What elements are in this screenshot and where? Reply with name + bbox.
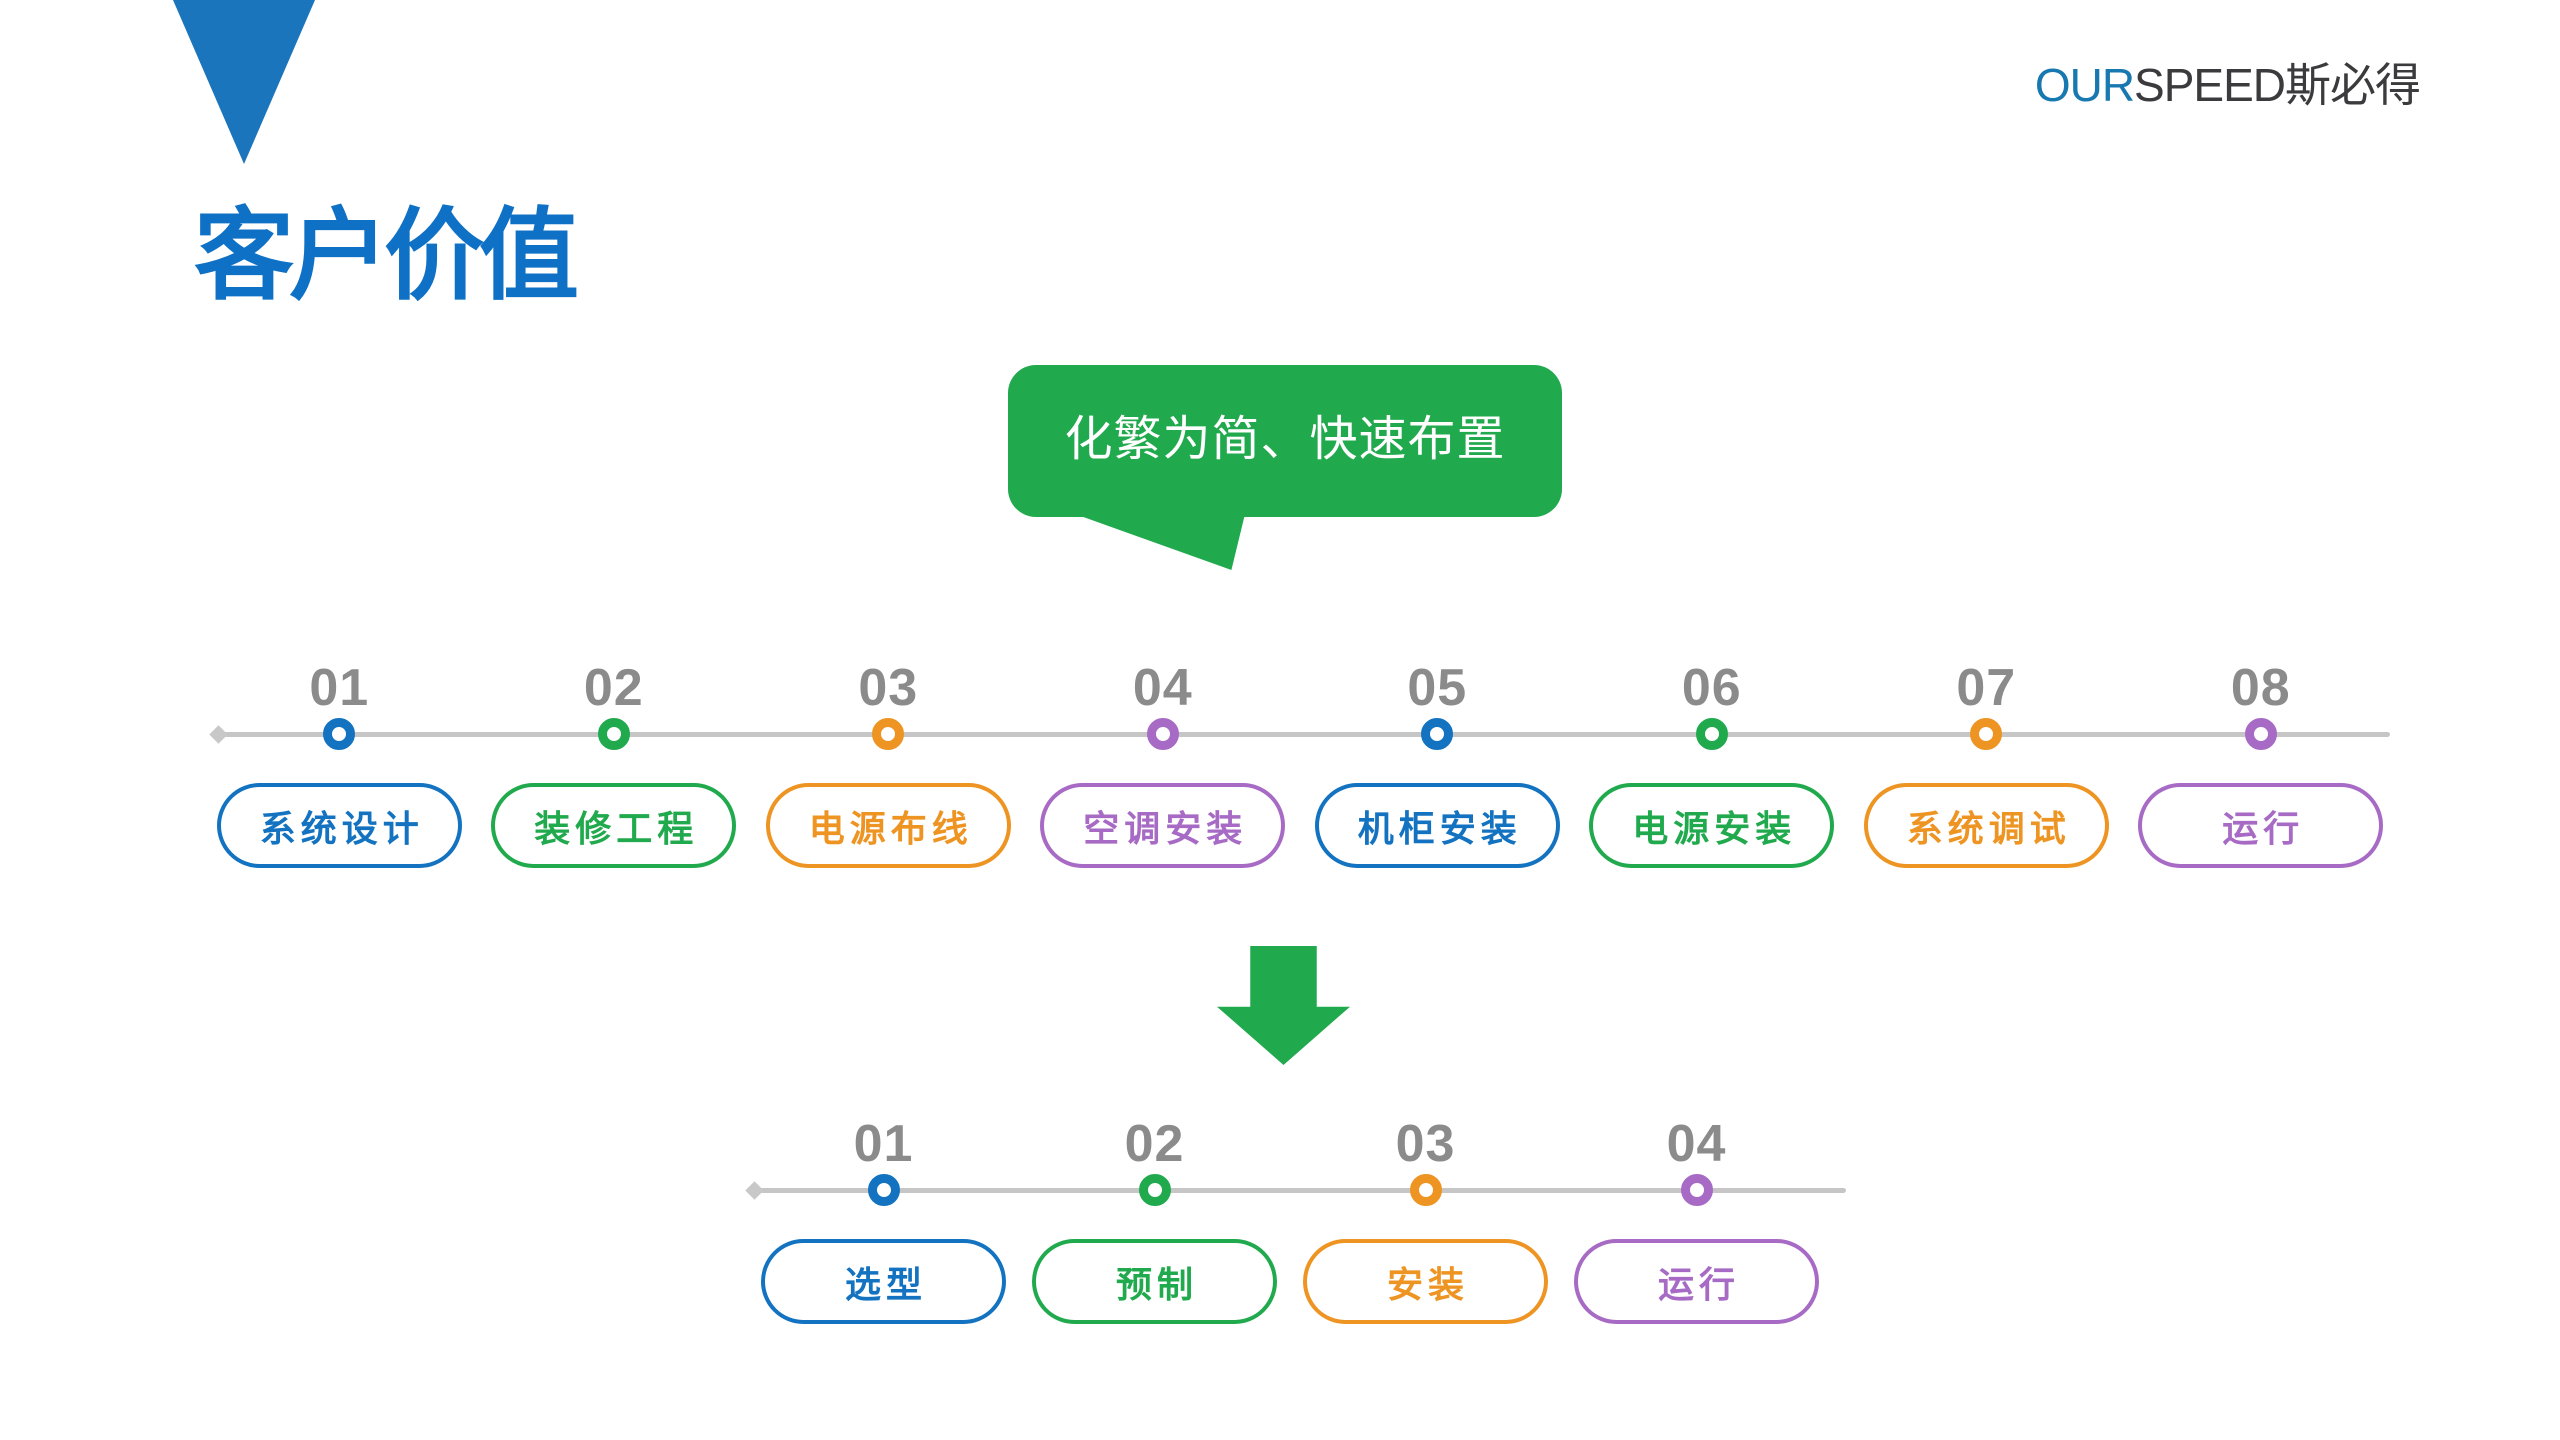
step-number: 01 xyxy=(853,1115,914,1173)
ring-dot-icon xyxy=(323,718,356,750)
step-label-pill: 装修工程 xyxy=(491,783,737,868)
ring-dot-icon xyxy=(1421,718,1454,750)
timeline-bottom-steps: 01 选型 02 预制 03 安装 04 运行 xyxy=(748,1115,1832,1334)
ring-dot-icon xyxy=(1146,718,1179,750)
step-label: 安装 xyxy=(1386,1263,1469,1305)
step-label-pill: 运行 xyxy=(2138,783,2384,868)
timeline-top-step-1: 01 系统设计 xyxy=(202,659,477,878)
timeline-top-step-2: 02 装修工程 xyxy=(477,659,752,878)
step-label: 预制 xyxy=(1115,1263,1198,1305)
timeline-bottom-step-4: 04 运行 xyxy=(1561,1115,1832,1334)
timeline-bottom: 01 选型 02 预制 03 安装 04 运行 xyxy=(745,1115,1846,1334)
step-number: 04 xyxy=(1132,659,1193,717)
step-number: 03 xyxy=(858,659,919,717)
step-label-pill: 系统调试 xyxy=(1863,783,2109,868)
brand-logo: OURSPEED斯必得 xyxy=(2034,59,2421,111)
timeline-top-step-7: 07 系统调试 xyxy=(1849,659,2124,878)
ring-dot-icon xyxy=(1409,1174,1442,1206)
step-number: 08 xyxy=(2230,659,2291,717)
step-label: 空调安装 xyxy=(1083,807,1248,849)
step-label-pill: 运行 xyxy=(1574,1239,1819,1324)
timeline-top-step-6: 06 电源安装 xyxy=(1575,659,1850,878)
timeline-bottom-step-1: 01 选型 xyxy=(748,1115,1019,1334)
callout-bubble: 化繁为简、快速布置 xyxy=(1008,365,1562,517)
step-number: 03 xyxy=(1395,1115,1456,1173)
step-label: 系统调试 xyxy=(1906,807,2071,849)
timeline-top-track-line xyxy=(218,732,2390,737)
ring-dot-icon xyxy=(1138,1174,1171,1206)
step-label: 电源安装 xyxy=(1632,807,1797,849)
timeline-bottom-track-line xyxy=(752,1188,1846,1193)
step-label: 系统设计 xyxy=(259,807,424,849)
step-number: 01 xyxy=(309,659,370,717)
step-label: 运行 xyxy=(1657,1263,1740,1305)
step-number: 05 xyxy=(1407,659,1468,717)
step-label-pill: 预制 xyxy=(1032,1239,1277,1324)
callout-text: 化繁为简、快速布置 xyxy=(1064,413,1506,466)
ring-dot-icon xyxy=(872,718,905,750)
triangle-down-icon xyxy=(173,0,315,164)
ring-dot-icon xyxy=(1695,718,1728,750)
ring-dot-icon xyxy=(1680,1174,1713,1206)
step-label: 选型 xyxy=(844,1263,927,1305)
step-label: 运行 xyxy=(2222,807,2305,849)
timeline-top: 01 系统设计 02 装修工程 03 电源布线 04 空调安装 05 xyxy=(202,659,2399,878)
ring-dot-icon xyxy=(1970,718,2003,750)
step-label: 机柜安装 xyxy=(1357,807,1522,849)
step-number: 07 xyxy=(1956,659,2017,717)
brand-logo-speed: SPEED斯必得 xyxy=(2134,59,2421,111)
step-label-pill: 选型 xyxy=(761,1239,1006,1324)
brand-logo-our: OUR xyxy=(2034,59,2135,111)
timeline-top-step-4: 04 空调安装 xyxy=(1026,659,1301,878)
timeline-top-step-5: 05 机柜安装 xyxy=(1300,659,1575,878)
timeline-top-step-8: 08 运行 xyxy=(2124,659,2399,878)
ring-dot-icon xyxy=(867,1174,900,1206)
step-number: 04 xyxy=(1666,1115,1727,1173)
callout-bubble-tail-icon xyxy=(1075,514,1245,570)
timeline-top-step-3: 03 电源布线 xyxy=(751,659,1026,878)
down-arrow-icon xyxy=(1217,946,1350,1065)
timeline-bottom-step-2: 02 预制 xyxy=(1019,1115,1290,1334)
page-title: 客户价值 xyxy=(194,200,579,312)
step-label-pill: 电源安装 xyxy=(1589,783,1835,868)
ring-dot-icon xyxy=(597,718,630,750)
ring-dot-icon xyxy=(2244,718,2277,750)
step-label: 电源布线 xyxy=(808,807,973,849)
step-label-pill: 电源布线 xyxy=(765,783,1011,868)
timeline-top-steps: 01 系统设计 02 装修工程 03 电源布线 04 空调安装 05 xyxy=(202,659,2399,878)
timeline-bottom-step-3: 03 安装 xyxy=(1290,1115,1561,1334)
step-number: 02 xyxy=(583,659,644,717)
step-label-pill: 安装 xyxy=(1303,1239,1548,1324)
step-label-pill: 机柜安装 xyxy=(1314,783,1560,868)
step-label: 装修工程 xyxy=(534,807,699,849)
step-number: 06 xyxy=(1681,659,1742,717)
step-label-pill: 空调安装 xyxy=(1040,783,1286,868)
step-number: 02 xyxy=(1124,1115,1185,1173)
step-label-pill: 系统设计 xyxy=(216,783,462,868)
